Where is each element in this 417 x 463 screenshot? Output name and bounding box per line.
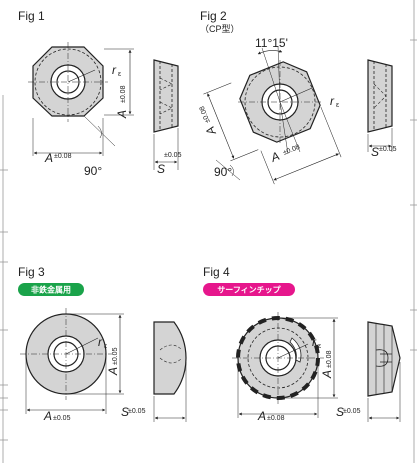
- fig-3-dim-a-side: A: [106, 367, 120, 376]
- fig-3-label: Fig 3: [18, 265, 45, 279]
- fig-4-dim-a-tol: ±0.08: [267, 415, 285, 422]
- fig-4-dim-s-tol: ±0.05: [343, 408, 361, 415]
- fig-3-badge-text: 非鉄金属用: [31, 285, 71, 295]
- fig-2-dim-s-tol: ±0.05: [379, 146, 397, 153]
- fig-3-dim-a-side-tol: ±0.05: [112, 347, 119, 365]
- fig-4-badge: [203, 283, 295, 296]
- fig-3-badge: [18, 283, 84, 296]
- fig-2-dim-a-tol: ±0.08: [282, 144, 301, 157]
- fig-1-dim-s: S: [157, 162, 165, 176]
- fig-1-inscribed-circle: [34, 48, 102, 116]
- fig-1: Fig 1 r ε A ±0.08 A ±0.08 90°: [18, 9, 182, 178]
- fig-1-dim-a-side: A: [115, 110, 129, 119]
- fig-1-angle: 90°: [84, 164, 102, 178]
- fig-2-dim-a-side: A: [203, 124, 219, 138]
- fig-2-label: Fig 2: [200, 9, 227, 23]
- fig-3-dim-s: S: [121, 405, 129, 419]
- fig-3-insert-side: [153, 321, 187, 395]
- fig-4-dim-a-side: A: [320, 370, 334, 379]
- fig-1-insert-side: [153, 59, 179, 133]
- fig-2: Fig 2 （CP型） 11°15' r ε A ±0.08 A ±0.08: [199, 9, 397, 185]
- fig-2-dim-a-side-tol: ±0.08: [199, 105, 212, 124]
- fig-3-dim-a-tol: ±0.05: [53, 415, 71, 422]
- fig-4-dim-a: A: [257, 409, 266, 423]
- fig-4-dim-a-side-tol: ±0.08: [326, 350, 333, 368]
- fig-2-angle: 90°: [214, 165, 232, 179]
- fig-4-dim-s: S: [336, 405, 344, 419]
- fig-1-dim-a-tol: ±0.08: [54, 153, 72, 160]
- fig-3-dim-s-tol: ±0.05: [128, 408, 146, 415]
- fig-1-radius-symbol: r: [112, 63, 117, 77]
- fig-2-sub-label: （CP型）: [200, 24, 240, 34]
- fig-4-radius-symbol: r: [312, 335, 317, 349]
- fig-2-radius-subscript: ε: [336, 102, 339, 109]
- fig-1-dim-a: A: [44, 151, 53, 165]
- fig-3-radius-symbol: r: [98, 335, 103, 349]
- fig-3-radius-subscript: ε: [104, 343, 107, 350]
- fig-4: Fig 4 サーフィンチップ r ε A ±0.08 A ±0.08 S: [203, 265, 401, 423]
- fig-2-radius-symbol: r: [330, 94, 335, 108]
- fig-4-badge-text: サーフィンチップ: [217, 285, 281, 295]
- fig-4-radius-subscript: ε: [318, 343, 321, 350]
- fig-2-tip-angle: 11°15': [255, 36, 288, 50]
- fig-1-dim-a-side-tol: ±0.08: [120, 85, 127, 103]
- fig-4-label: Fig 4: [203, 265, 230, 279]
- fig-2-dim-a: A: [268, 149, 282, 165]
- fig-2-insert-side: [367, 59, 393, 133]
- fig-1-dim-s-tol: ±0.05: [164, 152, 182, 159]
- fig-2-dim-s: S: [371, 145, 379, 159]
- fig-3-dim-a: A: [43, 409, 52, 423]
- fig-1-radius-subscript: ε: [118, 71, 121, 78]
- fig-3: Fig 3 非鉄金属用 r ε A ±0.05 A ±0.05 S ±0.05: [18, 265, 187, 423]
- fig-1-label: Fig 1: [18, 9, 45, 23]
